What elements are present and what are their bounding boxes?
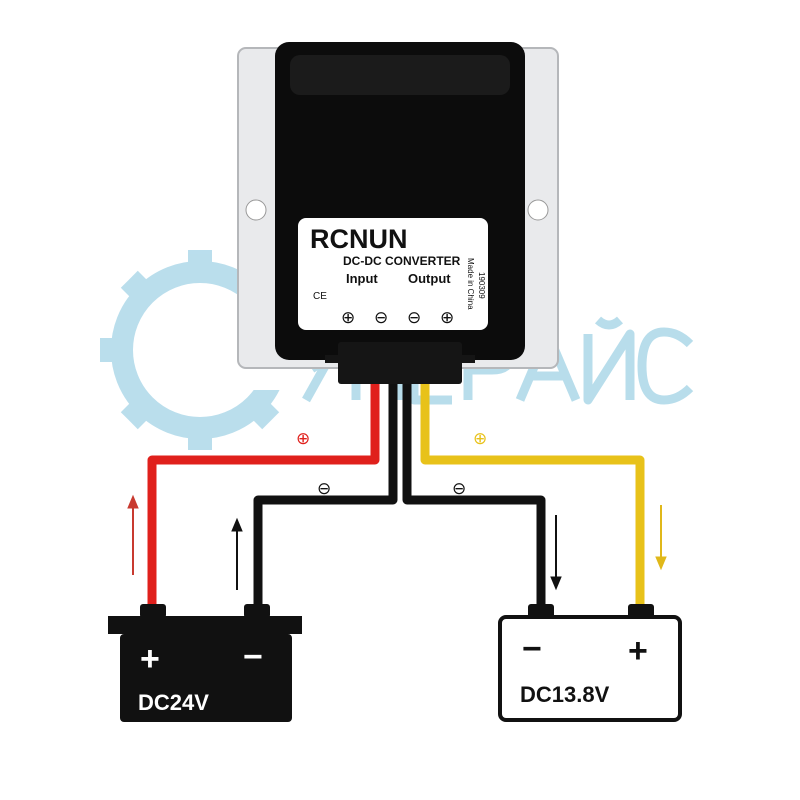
wire-input-negative [253,384,398,610]
body-highlight [290,55,510,95]
input-battery-plus: + [140,640,160,678]
output-negative-symbol: ⊖ [452,479,466,498]
mount-hole-left [245,199,267,221]
output-battery-body [498,615,682,722]
arrow-down-black-icon [550,515,562,591]
wire-output-positive [420,384,645,610]
output-battery-terminal-negative [528,604,554,618]
converter-label [298,218,488,330]
input-positive-symbol: ⊕ [296,429,310,448]
terminal-3: ⊖ [407,308,421,327]
output-label: Output [408,271,451,286]
input-battery-terminal-positive [140,604,166,618]
output-battery-minus: − [522,630,542,668]
arrow-up-red-icon [127,494,139,575]
input-negative-symbol: ⊖ [317,479,331,498]
mount-hole-right [527,199,549,221]
input-battery-terminal-negative [244,604,270,618]
wire-output-negative [402,384,546,610]
output-battery: − + DC13.8V [498,604,682,722]
cable-gland-flange [325,355,475,363]
input-battery: + − DC24V [108,604,302,722]
arrow-up-black-icon [231,517,243,590]
input-battery-body [120,634,292,722]
wire-input-positive [147,384,380,610]
made-in-text: Made in China [466,258,475,310]
brand-name: RCNUN [310,224,408,254]
output-battery-label: DC13.8V [520,682,610,707]
ce-mark: CE [313,291,327,302]
input-battery-label: DC24V [138,690,209,715]
output-battery-terminal-positive [628,604,654,618]
terminal-4: ⊕ [440,308,454,327]
model-text: DC-DC CONVERTER [343,254,461,268]
input-label: Input [346,271,378,286]
input-battery-lid [108,616,302,634]
arrow-down-yellow-icon [655,505,667,571]
output-battery-plus: + [628,632,648,670]
output-positive-symbol: ⊕ [473,429,487,448]
terminal-2: ⊖ [374,308,388,327]
terminal-1: ⊕ [341,308,355,327]
code-text: 190309 [477,272,486,299]
input-battery-minus: − [243,638,263,676]
